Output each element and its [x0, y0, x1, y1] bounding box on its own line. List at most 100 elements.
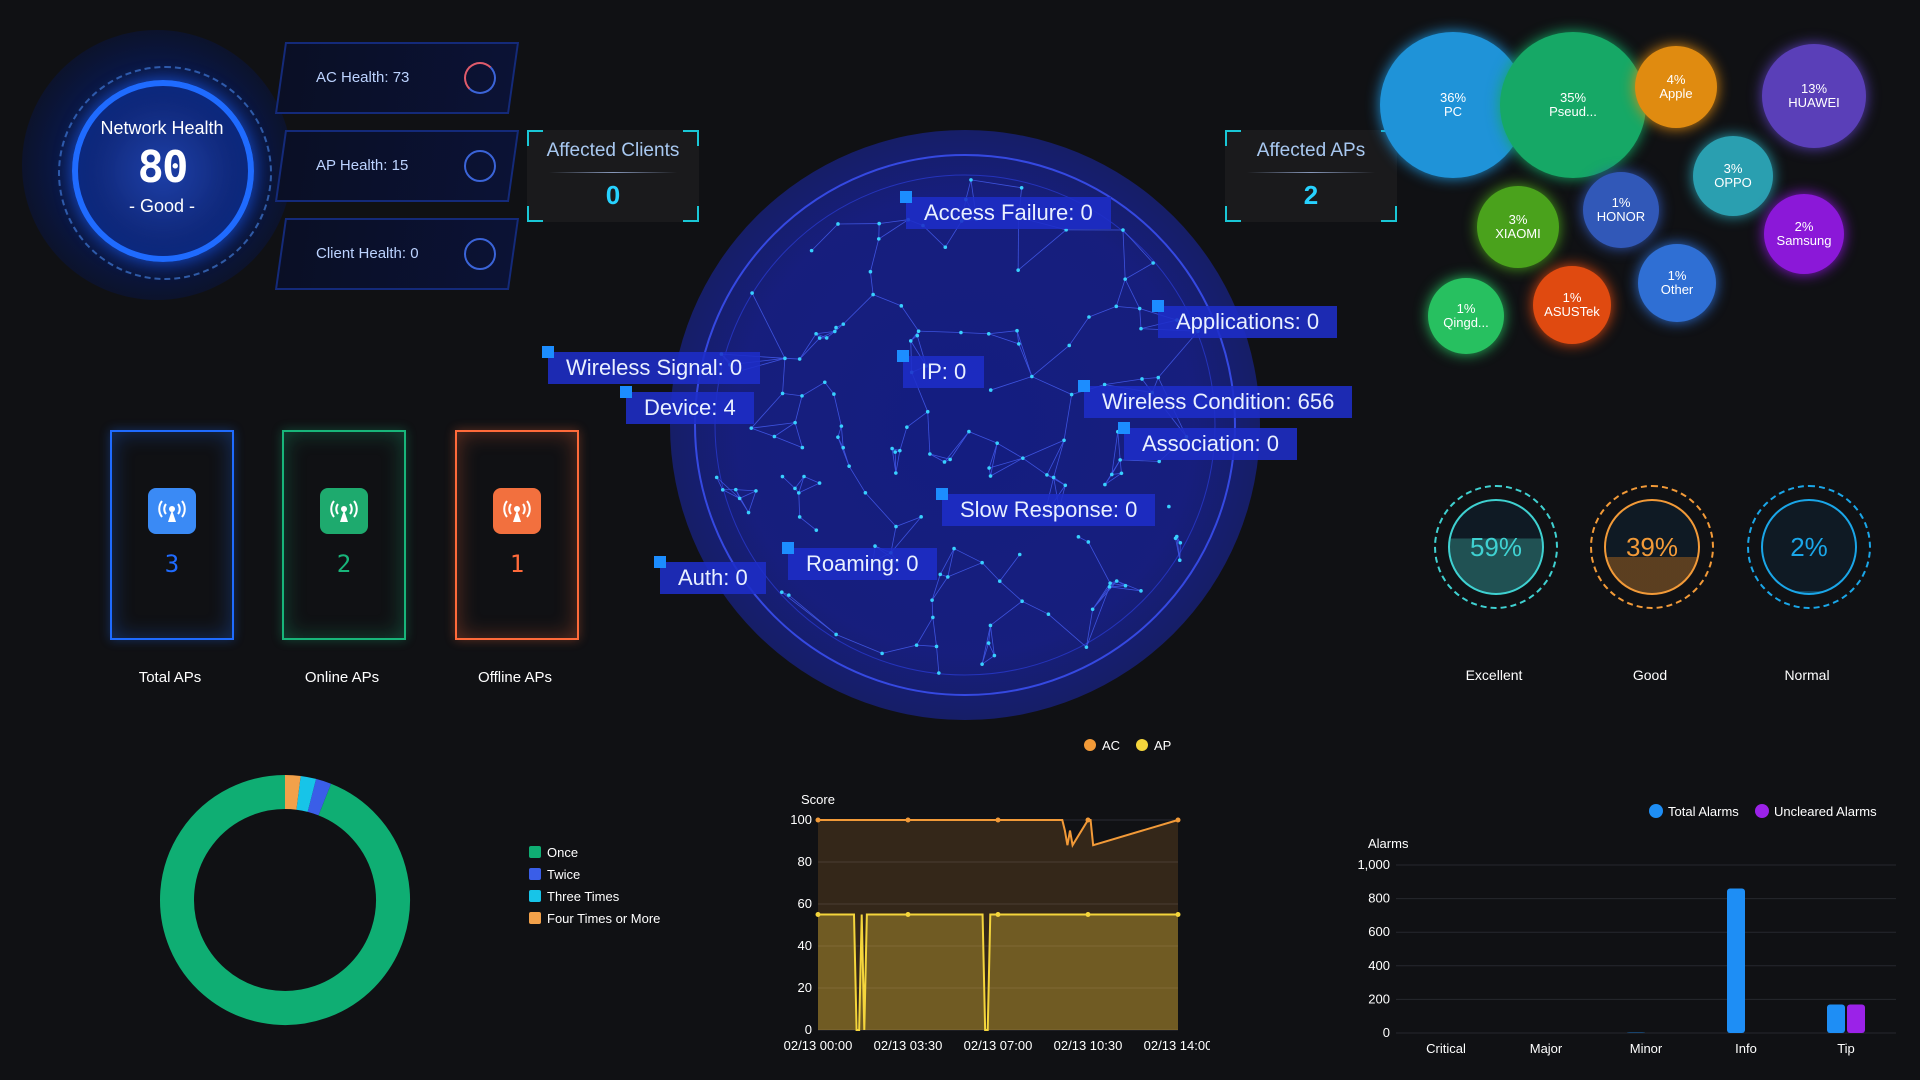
y-axis-title: Alarms — [1368, 836, 1409, 851]
legend-label: Four Times or More — [547, 911, 661, 926]
vendor-bubble-xiaomi[interactable]: 3%XIAOMI — [1477, 186, 1559, 268]
series-line-ac[interactable] — [818, 819, 1179, 848]
bubble-label: HONOR — [1596, 209, 1646, 224]
legend-label-ap: AP — [1154, 738, 1171, 753]
vendor-bubble-pseud[interactable]: 35%Pseud... — [1500, 32, 1646, 178]
legend-dot-uncleared-alarms[interactable] — [1755, 804, 1769, 818]
ap-card-total-aps[interactable]: 3 — [110, 430, 234, 640]
quality-circle-normal[interactable]: 2% — [1747, 485, 1871, 609]
quality-percent: 39% — [1625, 531, 1679, 562]
bubble-percent: 3% — [1723, 161, 1743, 176]
quality-circle-excellent[interactable]: 59% — [1434, 485, 1558, 609]
bar-total-alarms-info[interactable] — [1727, 888, 1745, 1033]
bubble-percent: 2% — [1794, 219, 1814, 234]
network-health-score: 80 — [137, 142, 189, 193]
retry-donut-chart — [160, 775, 410, 1025]
legend-dot-ap[interactable] — [1136, 739, 1148, 751]
ap-card-label: Online APs — [304, 669, 380, 686]
vendor-bubble-huawei[interactable]: 13%HUAWEI — [1762, 44, 1866, 148]
y-tick-label: 20 — [798, 980, 812, 995]
globe-label-text: Applications: 0 — [1176, 309, 1320, 334]
y-tick-label: 0 — [1383, 1025, 1390, 1040]
globe-label-auth[interactable]: Auth: 0 — [654, 556, 766, 594]
legend-item-four-times[interactable]: Four Times or More — [529, 911, 660, 933]
x-tick-label: 02/13 00:00 — [784, 1038, 853, 1053]
vendor-bubble-oppo[interactable]: 3%OPPO — [1693, 136, 1773, 216]
data-point[interactable] — [815, 912, 821, 917]
legend-item-twice[interactable]: Twice — [529, 867, 660, 889]
donut-slice-once[interactable] — [160, 775, 410, 1025]
globe-label-text: Device: 4 — [644, 395, 736, 420]
data-point[interactable] — [815, 817, 821, 823]
vendor-bubble-honor[interactable]: 1%HONOR — [1583, 172, 1659, 248]
globe-label-association[interactable]: Association: 0 — [1118, 422, 1297, 460]
x-tick-label: Critical — [1426, 1041, 1466, 1056]
bubble-label: HUAWEI — [1788, 95, 1840, 110]
legend-item-once[interactable]: Once — [529, 845, 660, 867]
affected-clients-title: Affected Clients — [546, 140, 680, 161]
donut-slice-twice[interactable] — [307, 778, 332, 816]
x-tick-label: 02/13 07:00 — [964, 1038, 1033, 1053]
quality-circle-good[interactable]: 39% — [1590, 485, 1714, 609]
globe-label-text: Roaming: 0 — [806, 551, 919, 576]
legend-item-three-times[interactable]: Three Times — [529, 889, 660, 911]
bubble-percent: 35% — [1559, 90, 1587, 105]
data-point[interactable] — [905, 817, 911, 823]
quality-label: Excellent — [1465, 667, 1523, 683]
legend-label: Total Alarms — [1668, 804, 1739, 819]
bubble-percent: 3% — [1508, 212, 1528, 227]
x-tick-label: Tip — [1837, 1041, 1855, 1056]
data-point[interactable] — [1085, 912, 1091, 917]
vendor-bubble-apple[interactable]: 4%Apple — [1635, 46, 1717, 128]
ap-count: 2 — [336, 550, 352, 578]
ap-card-offline-aps[interactable]: 1 — [455, 430, 579, 640]
vendor-bubble-samsung[interactable]: 2%Samsung — [1764, 194, 1844, 274]
gauge-ring — [72, 80, 254, 262]
ac-health-label: AC Health: 73 — [316, 69, 410, 86]
globe-label-access-failure[interactable]: Access Failure: 0 — [900, 191, 1111, 229]
globe-label-device[interactable]: Device: 4 — [620, 386, 754, 424]
globe-label-slow-response[interactable]: Slow Response: 0 — [936, 488, 1156, 526]
affected-clients-box[interactable]: Affected Clients 0 — [527, 130, 699, 222]
bar-total-alarms-tip[interactable] — [1827, 1004, 1845, 1033]
quality-label: Normal — [1784, 667, 1830, 683]
data-point[interactable] — [905, 912, 911, 917]
affected-aps-box[interactable]: Affected APs 2 — [1225, 130, 1397, 222]
globe-label-ip[interactable]: IP: 0 — [897, 350, 985, 388]
gauge-ticks — [58, 66, 272, 280]
bar-uncleared-alarms-tip[interactable] — [1847, 1004, 1865, 1033]
legend-dot-total-alarms[interactable] — [1649, 804, 1663, 818]
data-point[interactable] — [1085, 817, 1091, 823]
legend-label: Three Times — [547, 889, 620, 904]
y-tick-label: 400 — [1368, 958, 1390, 973]
bubble-percent: 13% — [1800, 81, 1828, 96]
x-tick-label: Info — [1735, 1041, 1757, 1056]
legend-dot-ac[interactable] — [1084, 739, 1096, 751]
vendor-bubble-qingd[interactable]: 1%Qingd... — [1428, 278, 1504, 354]
legend-label: Twice — [547, 867, 581, 882]
donut-slice-four-times-or-more[interactable] — [284, 775, 301, 810]
data-point[interactable] — [1175, 912, 1181, 917]
globe-label-applications[interactable]: Applications: 0 — [1152, 300, 1338, 338]
donut-slice-three-times[interactable] — [296, 775, 317, 812]
x-tick-label: 02/13 14:00 — [1144, 1038, 1210, 1053]
data-point[interactable] — [995, 817, 1001, 823]
globe-label-wireless-signal[interactable]: Wireless Signal: 0 — [542, 346, 761, 384]
globe-label-wireless-condition[interactable]: Wireless Condition: 656 — [1078, 380, 1353, 418]
bubble-percent: 1% — [1562, 290, 1582, 305]
data-point[interactable] — [995, 912, 1001, 917]
x-tick-label: 02/13 03:30 — [874, 1038, 943, 1053]
globe-label-text: Slow Response: 0 — [960, 497, 1138, 522]
ap-card-online-aps[interactable]: 2 — [282, 430, 406, 640]
x-tick-label: Minor — [1630, 1041, 1663, 1056]
ap-card-label: Offline APs — [478, 669, 552, 686]
ap-count: 3 — [164, 550, 180, 578]
wifi-ap-icon — [493, 488, 541, 534]
vendor-bubble-asustek[interactable]: 1%ASUSTek — [1533, 266, 1611, 344]
data-point[interactable] — [1175, 817, 1181, 823]
globe-label-roaming[interactable]: Roaming: 0 — [782, 542, 937, 580]
legend-label-ac: AC — [1102, 738, 1120, 753]
ap-card-label: Total APs — [138, 669, 202, 686]
vendor-bubble-other[interactable]: 1%Other — [1638, 244, 1716, 322]
